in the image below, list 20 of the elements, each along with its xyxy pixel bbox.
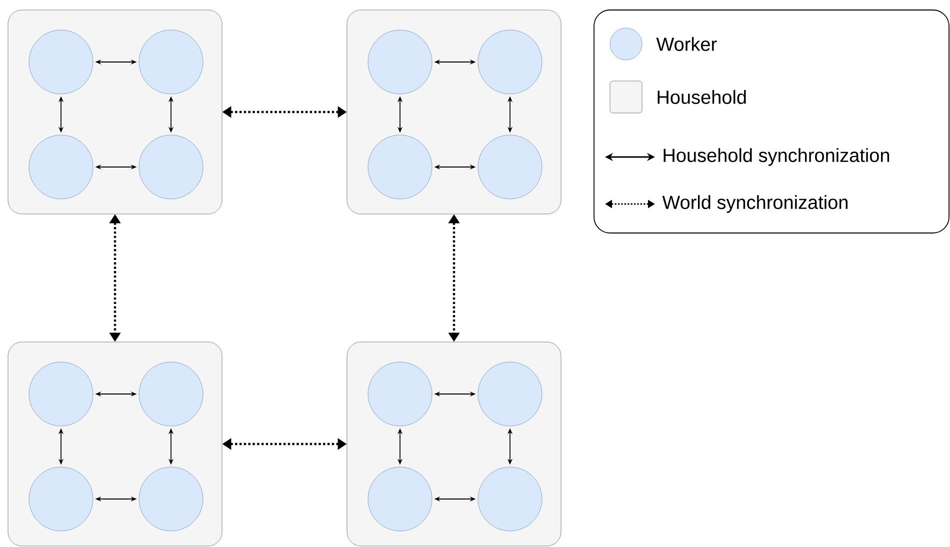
worker-circle bbox=[28, 30, 94, 94]
worker-circle bbox=[138, 466, 204, 532]
worker-circle bbox=[138, 362, 204, 426]
worker-circle bbox=[368, 134, 432, 200]
worker-circle bbox=[478, 134, 542, 200]
worker-circle bbox=[28, 134, 94, 200]
worker-circle bbox=[478, 30, 542, 94]
legend-label: Household synchronization bbox=[664, 148, 890, 166]
legend-label: Worker bbox=[656, 37, 717, 51]
worker-circle bbox=[138, 134, 204, 200]
worker-circle bbox=[368, 30, 432, 94]
legend-label: Household bbox=[658, 90, 746, 104]
worker-circle bbox=[138, 30, 204, 94]
worker-circle bbox=[478, 362, 542, 426]
legend-label: World synchronization bbox=[662, 195, 848, 213]
worker-circle bbox=[368, 362, 432, 426]
worker-circle bbox=[28, 362, 94, 426]
worker-circle bbox=[478, 466, 542, 532]
worker-circle bbox=[28, 466, 94, 532]
worker-circle bbox=[368, 466, 432, 532]
